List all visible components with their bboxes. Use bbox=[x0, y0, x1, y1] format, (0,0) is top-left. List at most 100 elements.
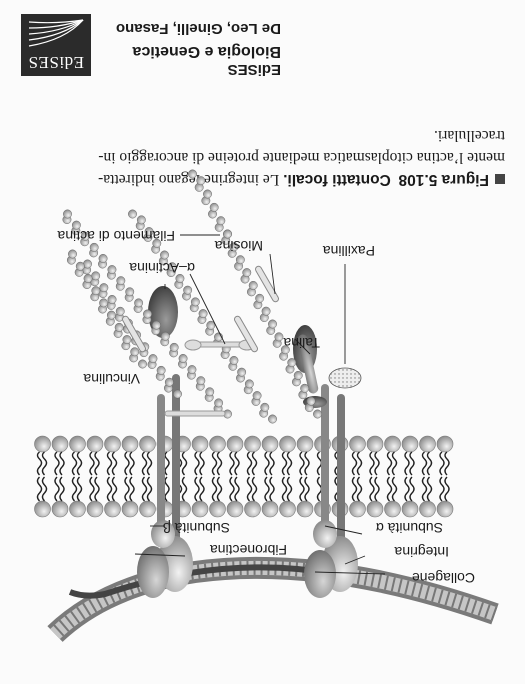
actin-bead bbox=[274, 332, 284, 342]
actin-bead bbox=[313, 409, 322, 419]
lipid-tail bbox=[146, 476, 153, 502]
actin-bead bbox=[214, 398, 224, 408]
actin-bead bbox=[106, 310, 116, 320]
label-collagen: Collagene bbox=[411, 570, 475, 586]
lipid-head bbox=[261, 435, 279, 453]
lipid-tail bbox=[94, 476, 100, 502]
paxillin-protein bbox=[328, 367, 362, 389]
lipid-tail bbox=[409, 451, 415, 476]
actin-bead bbox=[188, 169, 197, 179]
lipid-tail bbox=[41, 476, 48, 502]
label-beta-subunit: Subunità β bbox=[162, 520, 230, 536]
actin-bead bbox=[223, 229, 232, 239]
lipid-tail bbox=[54, 476, 60, 502]
book-header: EdiSES Biologia e Genetica De Leo, Ginel… bbox=[11, 10, 281, 80]
actin-bead bbox=[248, 280, 258, 290]
actin-bead bbox=[268, 319, 277, 329]
lipid-tail bbox=[391, 476, 398, 502]
actin-bead bbox=[242, 268, 252, 278]
lipid-tail bbox=[269, 476, 275, 502]
lipid-head bbox=[34, 435, 51, 453]
actin-bead bbox=[216, 216, 226, 226]
label-vinculin: Vinculina bbox=[83, 371, 140, 387]
lipid-tail bbox=[299, 476, 305, 502]
lipid-tail bbox=[426, 476, 433, 502]
actin-bead bbox=[237, 367, 247, 377]
lipid-head bbox=[191, 435, 209, 453]
actin-bead bbox=[152, 238, 162, 248]
actin-bead bbox=[122, 335, 132, 345]
lipid-tail bbox=[124, 451, 130, 476]
label-alpha-subunit: Subunità α bbox=[375, 520, 443, 536]
lipid-tail bbox=[76, 451, 83, 476]
lipid-tail bbox=[211, 451, 218, 476]
actin-bead bbox=[134, 298, 144, 308]
label-fibronectin: Fibronectina bbox=[209, 542, 287, 558]
lipid-tail bbox=[211, 476, 218, 502]
actin-bead bbox=[260, 402, 270, 412]
lipid-head bbox=[139, 500, 156, 518]
actin-bead bbox=[156, 365, 166, 375]
actin-bead bbox=[125, 287, 135, 297]
lipid-tail bbox=[164, 476, 170, 502]
lipid-head bbox=[349, 500, 366, 518]
lipid-head bbox=[104, 500, 121, 518]
actin-bead bbox=[300, 383, 310, 393]
actin-bead bbox=[203, 189, 212, 199]
label-alpha-actinin: α–Actinina bbox=[129, 260, 195, 276]
lipid-tail bbox=[269, 451, 275, 476]
actin-bead bbox=[138, 359, 147, 369]
actin-bead bbox=[63, 209, 72, 219]
lipid-tail bbox=[444, 476, 450, 502]
lipid-tail bbox=[54, 451, 60, 476]
lipid-head bbox=[121, 435, 139, 453]
lipid-head bbox=[279, 500, 296, 518]
actin-bead bbox=[136, 215, 146, 225]
lipid-tail bbox=[199, 476, 205, 502]
lipid-tail bbox=[351, 476, 358, 502]
actin-bead bbox=[148, 354, 158, 363]
lipid-tail bbox=[89, 451, 95, 476]
actin-bead bbox=[144, 227, 154, 237]
lipid-tail bbox=[71, 476, 78, 502]
lipid-tail bbox=[409, 476, 415, 502]
lipid-tail bbox=[141, 451, 148, 476]
actin-bead bbox=[209, 202, 219, 212]
lipid-tail bbox=[199, 451, 205, 476]
lipid-head bbox=[86, 435, 104, 453]
lipid-tail bbox=[386, 476, 393, 502]
lipid-head bbox=[436, 500, 454, 518]
lipid-tail bbox=[194, 451, 200, 476]
lipid-tail bbox=[299, 451, 305, 476]
lipid-head bbox=[401, 500, 419, 518]
actin-bead bbox=[229, 355, 239, 365]
label-paxillin: Paxillina bbox=[322, 243, 375, 259]
actin-bead bbox=[229, 242, 239, 252]
lipid-head bbox=[226, 435, 244, 453]
actin-bead bbox=[91, 286, 101, 296]
actin-bead bbox=[151, 320, 161, 330]
lipid-tail bbox=[251, 451, 258, 476]
lipid-tail bbox=[111, 451, 118, 476]
lipid-tail bbox=[59, 451, 65, 476]
actin-bead bbox=[169, 342, 179, 352]
lipid-tail bbox=[421, 451, 428, 476]
lipid-tail bbox=[181, 451, 188, 476]
lipid-head bbox=[209, 500, 226, 518]
actin-bead bbox=[244, 379, 254, 389]
publisher-logo: EdiSES bbox=[21, 14, 91, 76]
lipid-head bbox=[69, 435, 86, 453]
actin-bead bbox=[115, 306, 125, 316]
actin-bead bbox=[116, 276, 126, 286]
lipid-head bbox=[86, 500, 104, 518]
lipid-tail bbox=[316, 476, 323, 502]
actin-bead bbox=[196, 176, 206, 186]
actin-bead bbox=[91, 271, 101, 281]
lipid-head bbox=[104, 435, 121, 453]
lipid-tail bbox=[111, 476, 118, 502]
lipid-tail bbox=[286, 476, 293, 502]
actin-bead bbox=[252, 391, 262, 401]
lipid-tail bbox=[304, 451, 310, 476]
lipid-tail bbox=[281, 451, 288, 476]
lipid-tail bbox=[439, 476, 445, 502]
